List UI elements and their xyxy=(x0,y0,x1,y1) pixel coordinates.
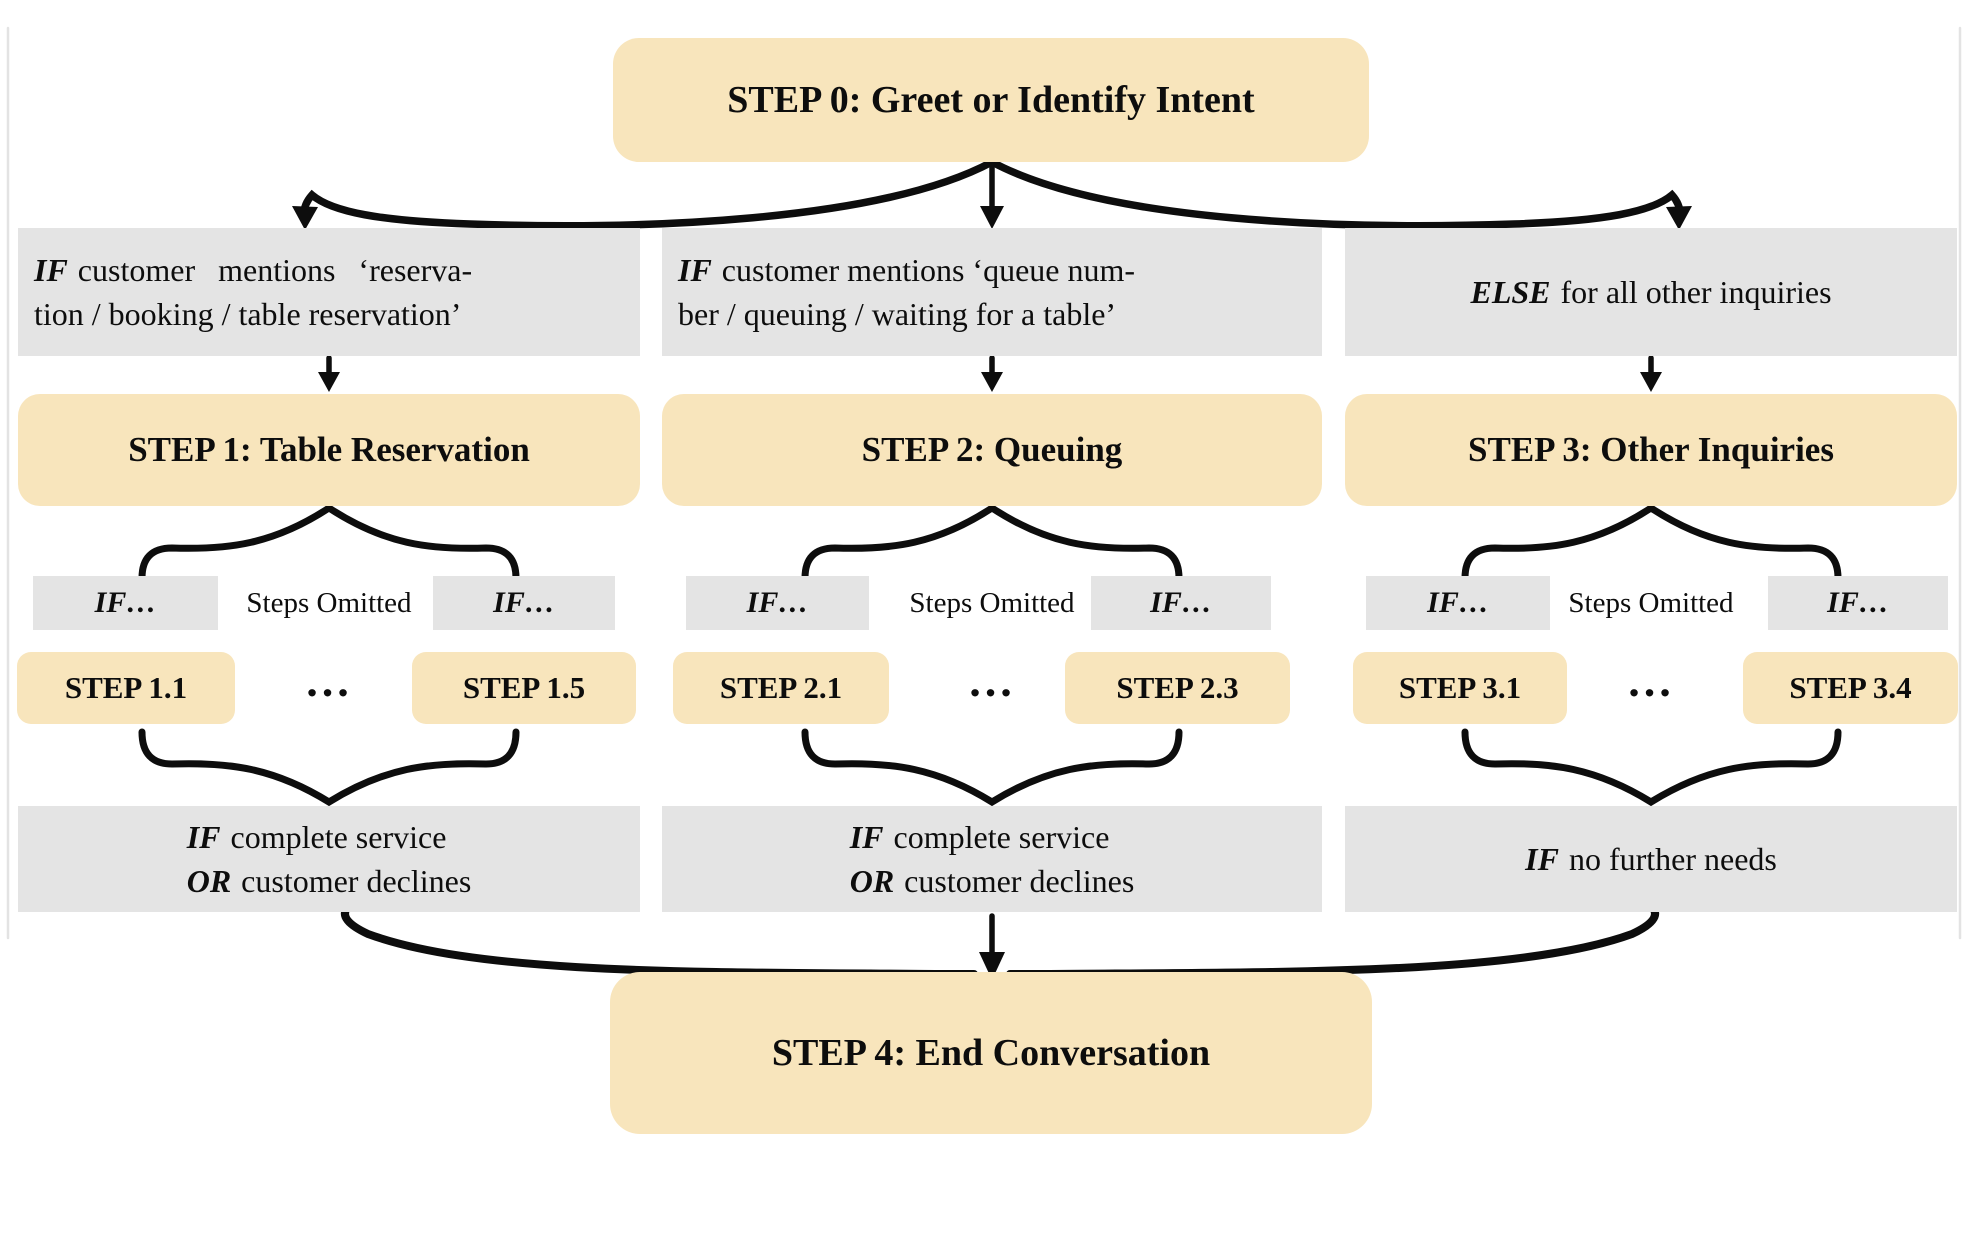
exit-text: complete service xyxy=(230,819,447,855)
condition-keyword: IF xyxy=(678,252,712,288)
steps-omitted-label-1: Steps Omitted xyxy=(246,586,412,619)
node-step2: STEP 2: Queuing xyxy=(662,394,1322,506)
node-step1-5: STEP 1.5 xyxy=(412,652,636,724)
node-step1-1: STEP 1.1 xyxy=(17,652,235,724)
if-box-left-2: IF… xyxy=(686,576,869,630)
node-step1: STEP 1: Table Reservation xyxy=(18,394,640,506)
if-box-right-3: IF… xyxy=(1768,576,1948,630)
node-step4: STEP 4: End Conversation xyxy=(610,972,1372,1134)
if-box-right-2: IF… xyxy=(1091,576,1271,630)
exit-text: customer declines xyxy=(241,863,472,899)
condition-to-step-arrows xyxy=(326,355,1654,379)
condition-to-step-arrowheads xyxy=(318,372,1662,392)
ellipsis-1: … xyxy=(304,654,354,706)
exit-keyword: OR xyxy=(849,863,895,899)
exit-keyword: IF xyxy=(186,819,221,855)
node-step3-4: STEP 3.4 xyxy=(1743,652,1958,724)
condition-text: customer mentions ‘queue num- xyxy=(721,252,1136,288)
node-step3-1: STEP 3.1 xyxy=(1353,652,1567,724)
condition-text: for all other inquiries xyxy=(1560,274,1832,310)
condition-text: customer mentions ‘reserva- xyxy=(77,252,473,288)
steps-omitted-label-2: Steps Omitted xyxy=(909,586,1075,619)
branch-arrowheads xyxy=(292,206,1692,230)
node-step2-1: STEP 2.1 xyxy=(673,652,889,724)
condition-line-2: tion / booking / table reservation’ xyxy=(34,296,462,332)
if-box-left-3: IF… xyxy=(1366,576,1550,630)
exit-text: customer declines xyxy=(904,863,1135,899)
condition-line-2: ber / queuing / waiting for a table’ xyxy=(678,296,1117,332)
node-step0: STEP 0: Greet or Identify Intent xyxy=(613,38,1369,162)
exit-keyword: OR xyxy=(186,863,232,899)
condition-keyword: ELSE xyxy=(1470,274,1551,310)
converge-arrows xyxy=(340,904,1660,978)
branch-fanout-arrows xyxy=(300,158,1684,230)
node-step2-3: STEP 2.3 xyxy=(1065,652,1290,724)
ellipsis-3: … xyxy=(1626,654,1676,706)
exit-text: complete service xyxy=(893,819,1110,855)
bottom-braces xyxy=(138,728,1842,807)
top-braces xyxy=(138,503,1842,582)
exit-text: no further needs xyxy=(1568,841,1777,877)
exit-keyword: IF xyxy=(849,819,884,855)
ellipsis-2: … xyxy=(967,654,1017,706)
node-step3: STEP 3: Other Inquiries xyxy=(1345,394,1957,506)
steps-omitted-label-3: Steps Omitted xyxy=(1568,586,1734,619)
if-box-right-1: IF… xyxy=(433,576,615,630)
if-box-left-1: IF… xyxy=(33,576,218,630)
exit-keyword: IF xyxy=(1525,841,1559,877)
condition-keyword: IF xyxy=(34,252,68,288)
